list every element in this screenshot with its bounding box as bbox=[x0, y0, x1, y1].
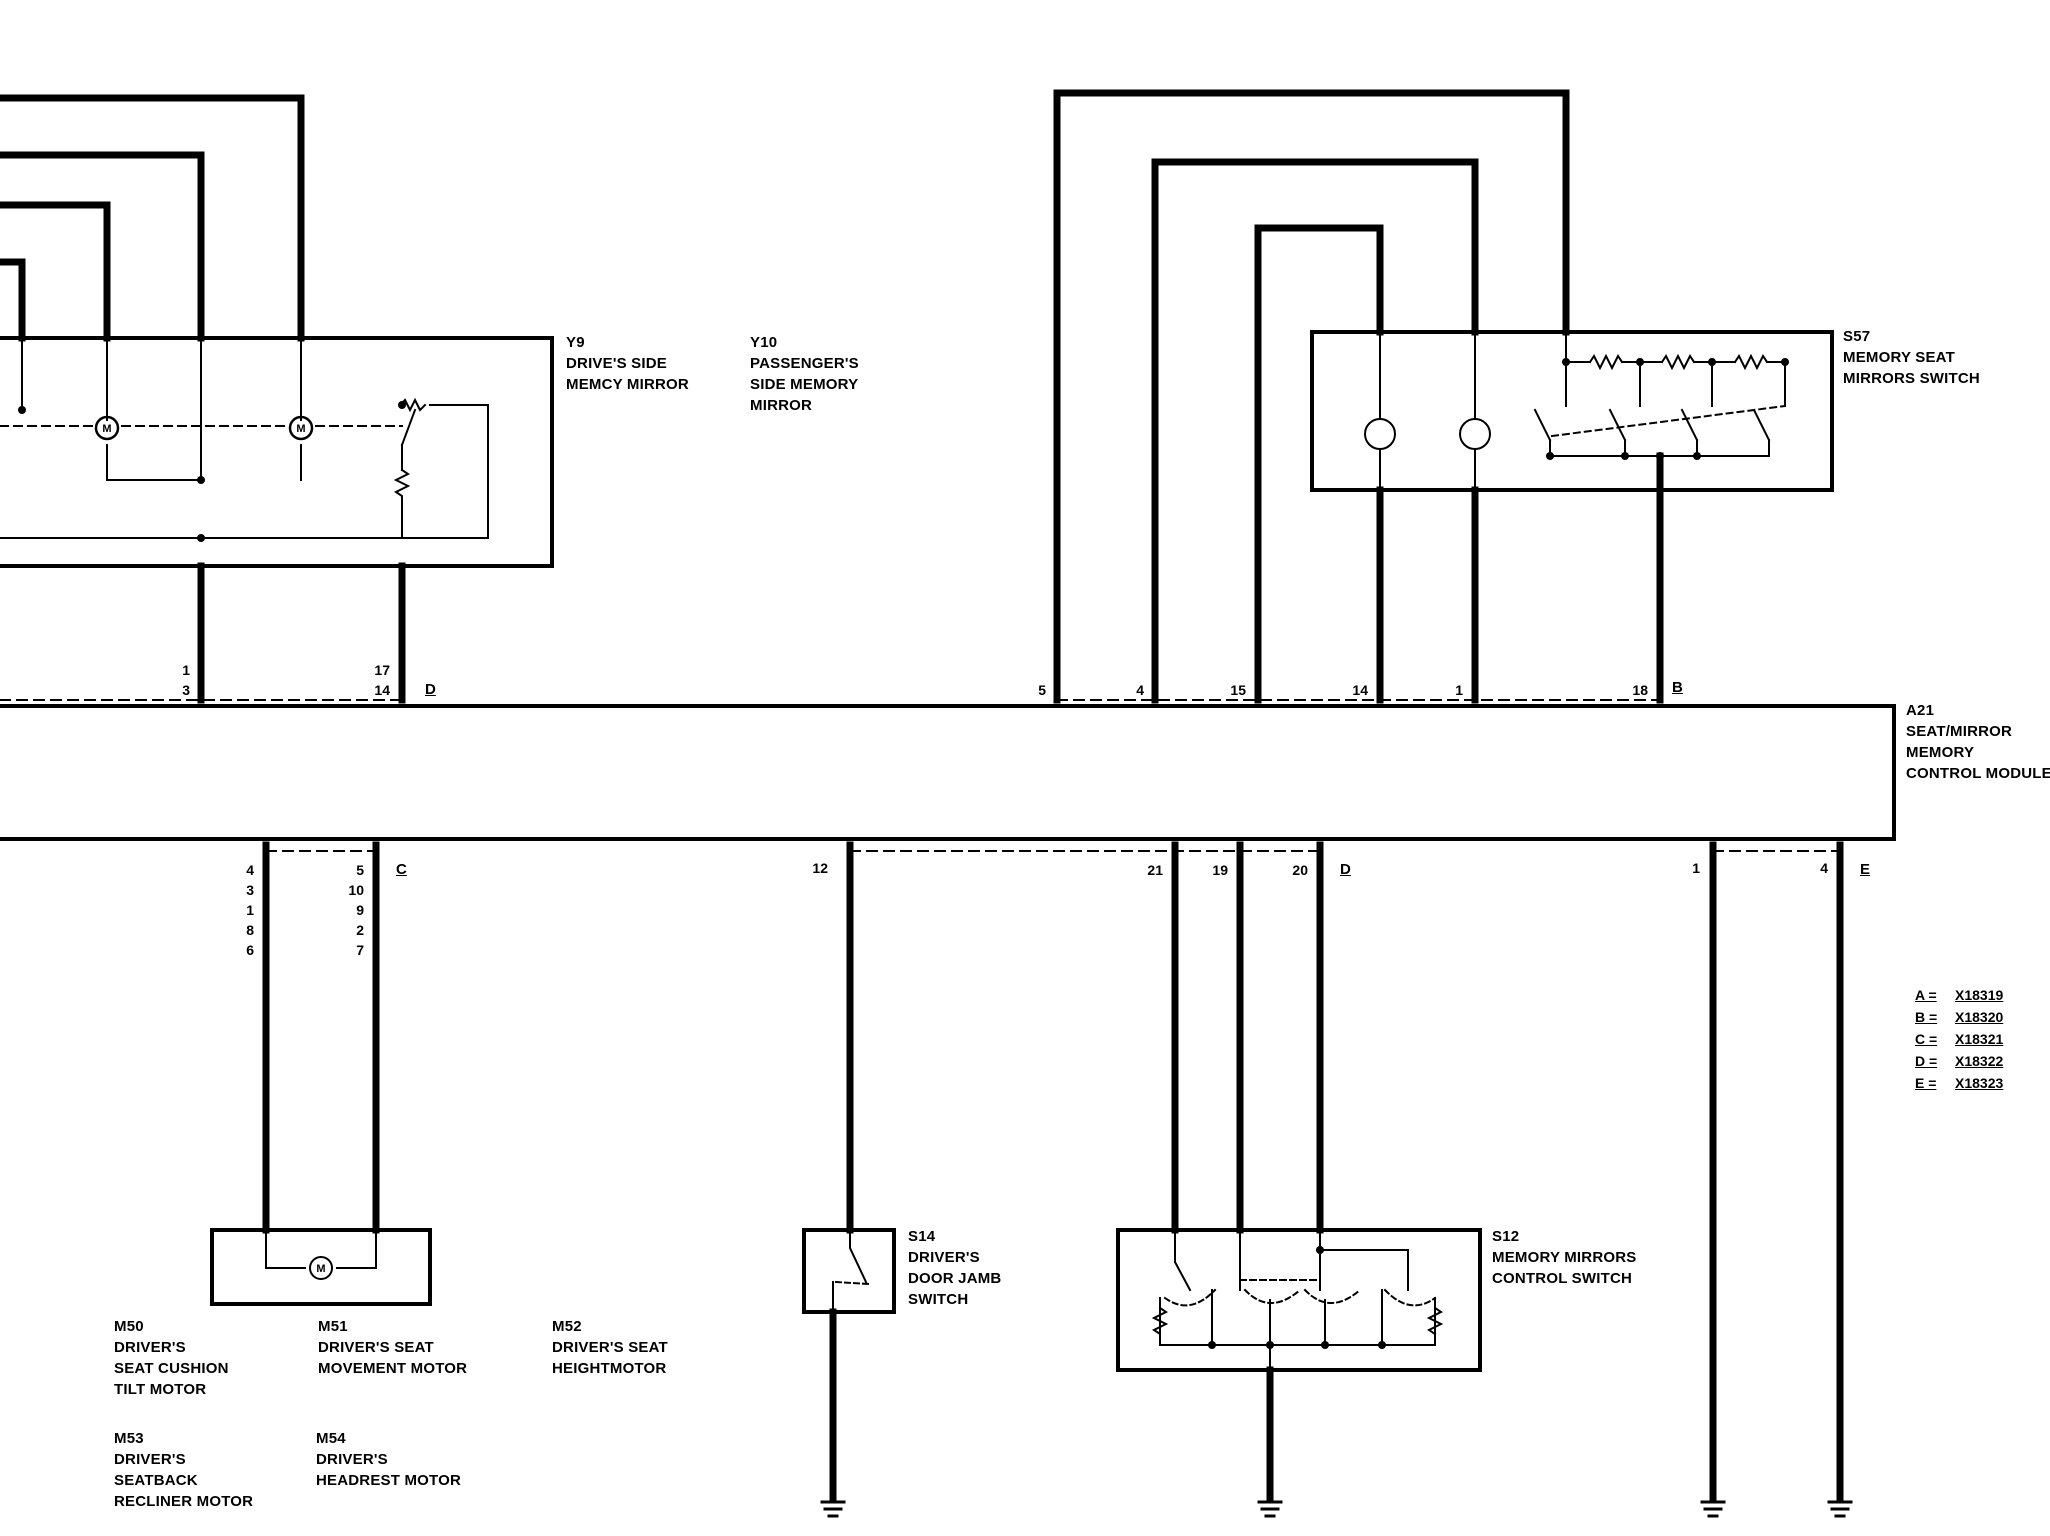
s57-box bbox=[1310, 330, 1834, 492]
seat-motor-symbol: M bbox=[316, 1263, 325, 1275]
pin-s57-6: 18 bbox=[1632, 682, 1648, 698]
s12-internal-circuit bbox=[1151, 1229, 1444, 1371]
bottom-harness-wires bbox=[262, 841, 1844, 1504]
y9-motor-1-symbol: M bbox=[102, 423, 111, 435]
pin-s57-1: 5 bbox=[1038, 682, 1046, 698]
s57-output-wires bbox=[1376, 452, 1664, 704]
connector-c-label: C bbox=[396, 861, 407, 878]
pin-d-12: 12 bbox=[812, 860, 828, 876]
pin-c-right-stack: 5 10 9 2 7 bbox=[348, 862, 364, 958]
legend-row: E =X18323 bbox=[1915, 1075, 2004, 1091]
pin-d-20: 20 bbox=[1292, 862, 1308, 878]
y9-motor-1 bbox=[94, 415, 120, 441]
connector-d-label: D bbox=[1340, 861, 1351, 878]
pin-d-19: 19 bbox=[1212, 862, 1228, 878]
label-m50: M50 DRIVER'S SEAT CUSHION TILT MOTOR bbox=[114, 1318, 229, 1398]
pin-s57-5: 1 bbox=[1455, 682, 1463, 698]
seat-motor-box bbox=[210, 1228, 432, 1306]
legend-row: B =X18320 bbox=[1915, 1009, 2004, 1025]
connector-d-top-label: D bbox=[425, 681, 436, 698]
connector-legend: A =X18319 B =X18320 C =X18321 D =X18322 … bbox=[1915, 984, 2003, 1094]
y9-harness-wires bbox=[0, 94, 305, 342]
label-y9: Y9 DRIVE'S SIDE MEMCY MIRROR bbox=[566, 334, 689, 393]
seat-motor-circuit bbox=[265, 1229, 377, 1280]
legend-row: D =X18322 bbox=[1915, 1053, 2004, 1069]
s57-internal-circuit bbox=[1364, 331, 1787, 491]
label-s57: S57 MEMORY SEAT MIRRORS SWITCH bbox=[1843, 328, 1980, 387]
label-m54: M54 DRIVER'S HEADREST MOTOR bbox=[316, 1430, 462, 1489]
label-a21: A21 SEAT/MIRROR MEMORY CONTROL MODULE bbox=[1906, 702, 2050, 782]
pin-y9-right-lower: 14 bbox=[374, 682, 390, 698]
y9-position-sensor bbox=[393, 397, 427, 501]
y9-output-wires bbox=[197, 562, 406, 704]
label-m51: M51 DRIVER'S SEAT MOVEMENT MOTOR bbox=[318, 1318, 468, 1377]
pin-s57-4: 14 bbox=[1352, 682, 1368, 698]
label-s12: S12 MEMORY MIRRORS CONTROL SWITCH bbox=[1492, 1228, 1637, 1287]
pin-s57-3: 15 bbox=[1230, 682, 1246, 698]
pin-y9-right-upper: 17 bbox=[374, 662, 390, 678]
legend-row: C =X18321 bbox=[1915, 1031, 2004, 1047]
pin-y9-left-upper: 1 bbox=[182, 662, 190, 678]
s12-box bbox=[1116, 1228, 1482, 1372]
y9-motor-2 bbox=[288, 415, 314, 441]
ground-symbols bbox=[820, 1500, 1853, 1518]
label-m53: M53 DRIVER'S SEATBACK RECLINER MOTOR bbox=[114, 1430, 254, 1510]
connector-e-label: E bbox=[1860, 861, 1871, 878]
legend-row: A =X18319 bbox=[1915, 987, 2004, 1003]
pin-e-1: 1 bbox=[1692, 860, 1700, 876]
s14-internal-switch bbox=[832, 1229, 870, 1313]
junction-dots bbox=[18, 358, 1789, 1349]
y9-box bbox=[0, 336, 554, 568]
a21-module-box bbox=[0, 704, 1896, 841]
pin-c-left-stack: 4 3 1 8 6 bbox=[246, 862, 254, 958]
s57-harness-wires bbox=[1053, 89, 1570, 704]
y9-internal-circuit bbox=[0, 337, 489, 539]
connector-b-label: B bbox=[1672, 679, 1683, 696]
label-y10: Y10 PASSENGER'S SIDE MEMORY MIRROR bbox=[750, 334, 859, 414]
pin-d-21: 21 bbox=[1147, 862, 1163, 878]
y9-motor-2-symbol: M bbox=[296, 423, 305, 435]
pin-y9-left-lower: 3 bbox=[182, 682, 190, 698]
label-s14: S14 DRIVER'S DOOR JAMB SWITCH bbox=[908, 1228, 1002, 1308]
label-m52: M52 DRIVER'S SEAT HEIGHTMOTOR bbox=[552, 1318, 668, 1377]
pin-e-4: 4 bbox=[1820, 860, 1828, 876]
pin-s57-2: 4 bbox=[1136, 682, 1144, 698]
